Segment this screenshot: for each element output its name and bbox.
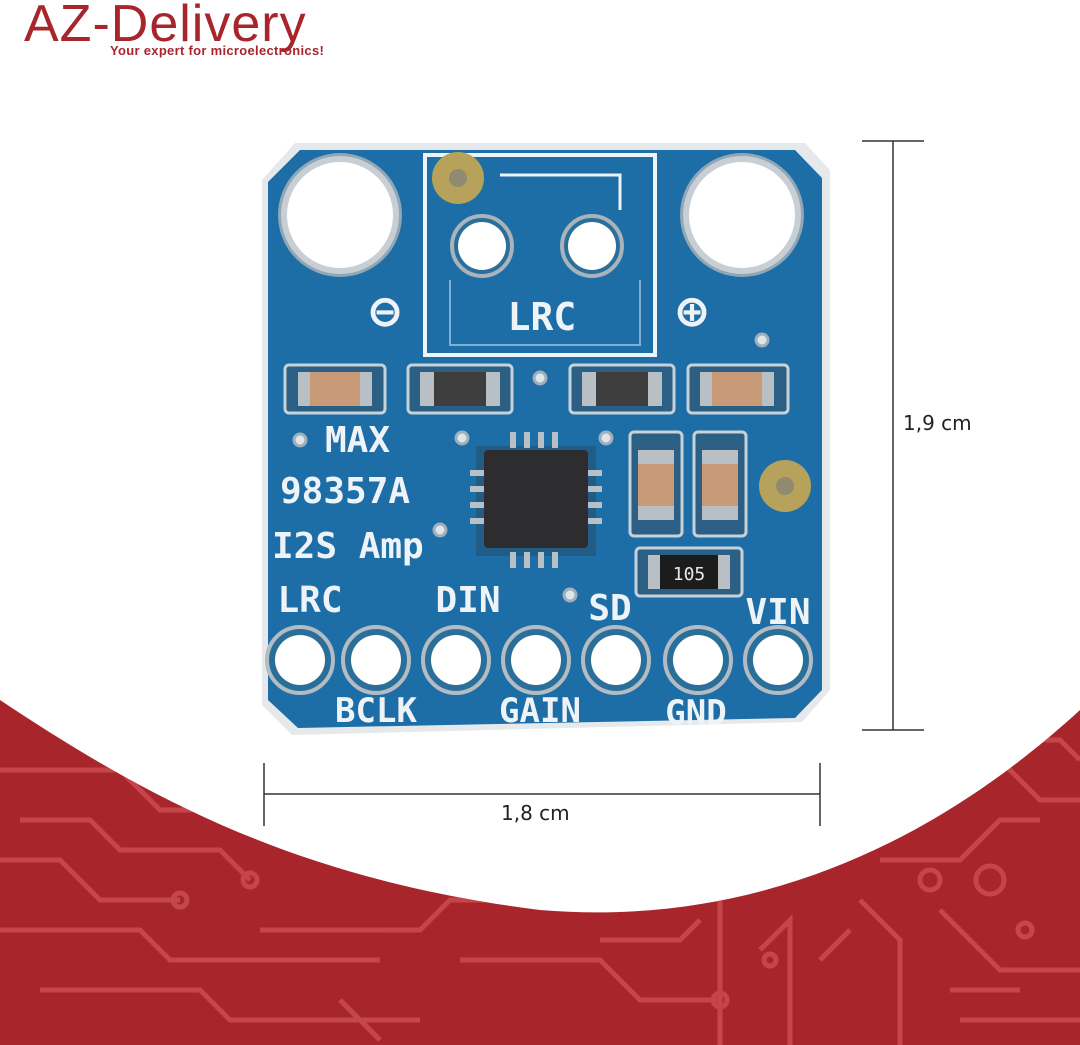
chip-label-line1: MAX (325, 420, 390, 461)
pin-label-gnd: GND (665, 693, 726, 733)
pin-label-gain: GAIN (499, 691, 581, 731)
width-label: 1,8 cm (501, 801, 570, 825)
brand-logo: AZ-Delivery Your expert for microelectro… (18, 0, 378, 62)
speaker-terminal-outline (423, 153, 657, 357)
vias (292, 332, 770, 603)
pin-hole (501, 625, 571, 695)
chip-label-line3: I2S Amp (272, 526, 424, 567)
plus-symbol: ⊕ (677, 282, 707, 340)
amplifier-chip (470, 432, 602, 568)
width-dimension (263, 763, 821, 826)
capacitor-row (283, 363, 790, 415)
height-label: 1,9 cm (903, 411, 972, 435)
header-pins (265, 625, 813, 695)
pin-hole (663, 625, 733, 695)
height-dimension (862, 140, 924, 731)
brand-name: AZ-Delivery (24, 0, 307, 53)
pin-label-bclk: BCLK (335, 691, 417, 731)
capacitor-pair (628, 430, 748, 538)
resistor: 105 (634, 546, 744, 598)
brand-tagline: Your expert for microelectronics! (110, 43, 325, 58)
speaker-label: LRC (508, 295, 577, 339)
minus-symbol: ⊖ (370, 282, 400, 340)
pin-hole (421, 625, 491, 695)
chip-label-line2: 98357A (280, 471, 410, 512)
pin-label-lrc: LRC (277, 580, 342, 621)
pin-hole (743, 625, 813, 695)
pin-hole (581, 625, 651, 695)
pin-hole (265, 625, 335, 695)
pin-hole (341, 625, 411, 695)
pin-label-sd: SD (588, 588, 631, 629)
resistor-code: 105 (673, 564, 706, 585)
pin-label-din: DIN (435, 580, 500, 621)
